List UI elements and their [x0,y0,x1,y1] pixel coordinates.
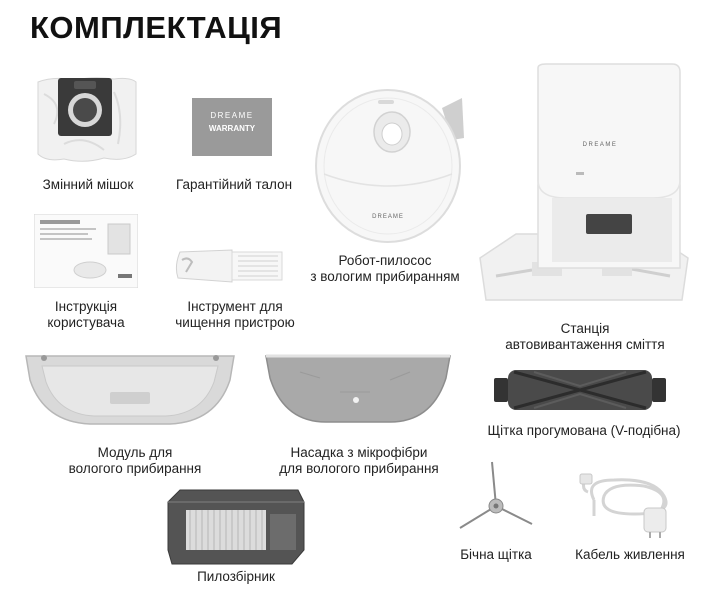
auto-empty-station-image: DREAME [479,63,689,301]
page-title: КОМПЛЕКТАЦІЯ [30,10,283,45]
cleaning-tool-caption-1: Інструмент для [187,299,283,314]
replacement-bag-image [37,77,137,162]
auto-empty-station-brand: DREAME [583,142,618,148]
mop-module-caption-1: Модуль для [97,445,173,460]
microfiber-pad-caption-2: для вологого прибирання [279,461,439,476]
user-manual-caption-2: користувача [47,315,125,330]
auto-empty-station-caption-1: Станція [560,321,610,336]
mop-module-caption-2: вологого прибирання [68,461,202,476]
side-brush-caption: Бічна щітка [460,547,532,562]
microfiber-pad-caption-1: Насадка з мікрофібри [290,445,428,460]
user-manual-caption-1: Інструкція [54,299,118,314]
warranty-card-image: DREAME WARRANTY [192,98,272,156]
dustbin-image [167,489,305,565]
mop-module-image [25,355,235,425]
side-brush-image [459,461,533,529]
cleaning-tool-image [175,249,283,283]
power-cable-caption: Кабель живлення [575,547,685,562]
rubber-main-brush-image [494,370,666,410]
microfiber-pad-image [265,354,451,423]
power-cable-image [579,473,668,538]
warranty-card-caption: Гарантійний талон [175,177,293,192]
rubber-main-brush-caption: Щітка прогумована (V-подібна) [487,423,681,438]
robot-vacuum-image: DREAME [315,89,464,243]
robot-vacuum-brand: DREAME [372,214,404,220]
user-manual-image [34,214,138,288]
cleaning-tool-caption-2: чищення пристрою [175,315,295,330]
auto-empty-station-caption-2: автовивантаження сміття [505,337,665,352]
dustbin-caption: Пилозбірник [197,569,275,584]
warranty-card-brand: DREAME [210,111,253,120]
replacement-bag-caption: Змінний мішок [42,177,134,192]
warranty-card-text: WARRANTY [209,124,256,133]
robot-vacuum-caption-1: Робот-пилосос [338,253,432,268]
robot-vacuum-caption-2: з вологим прибиранням [310,269,460,284]
